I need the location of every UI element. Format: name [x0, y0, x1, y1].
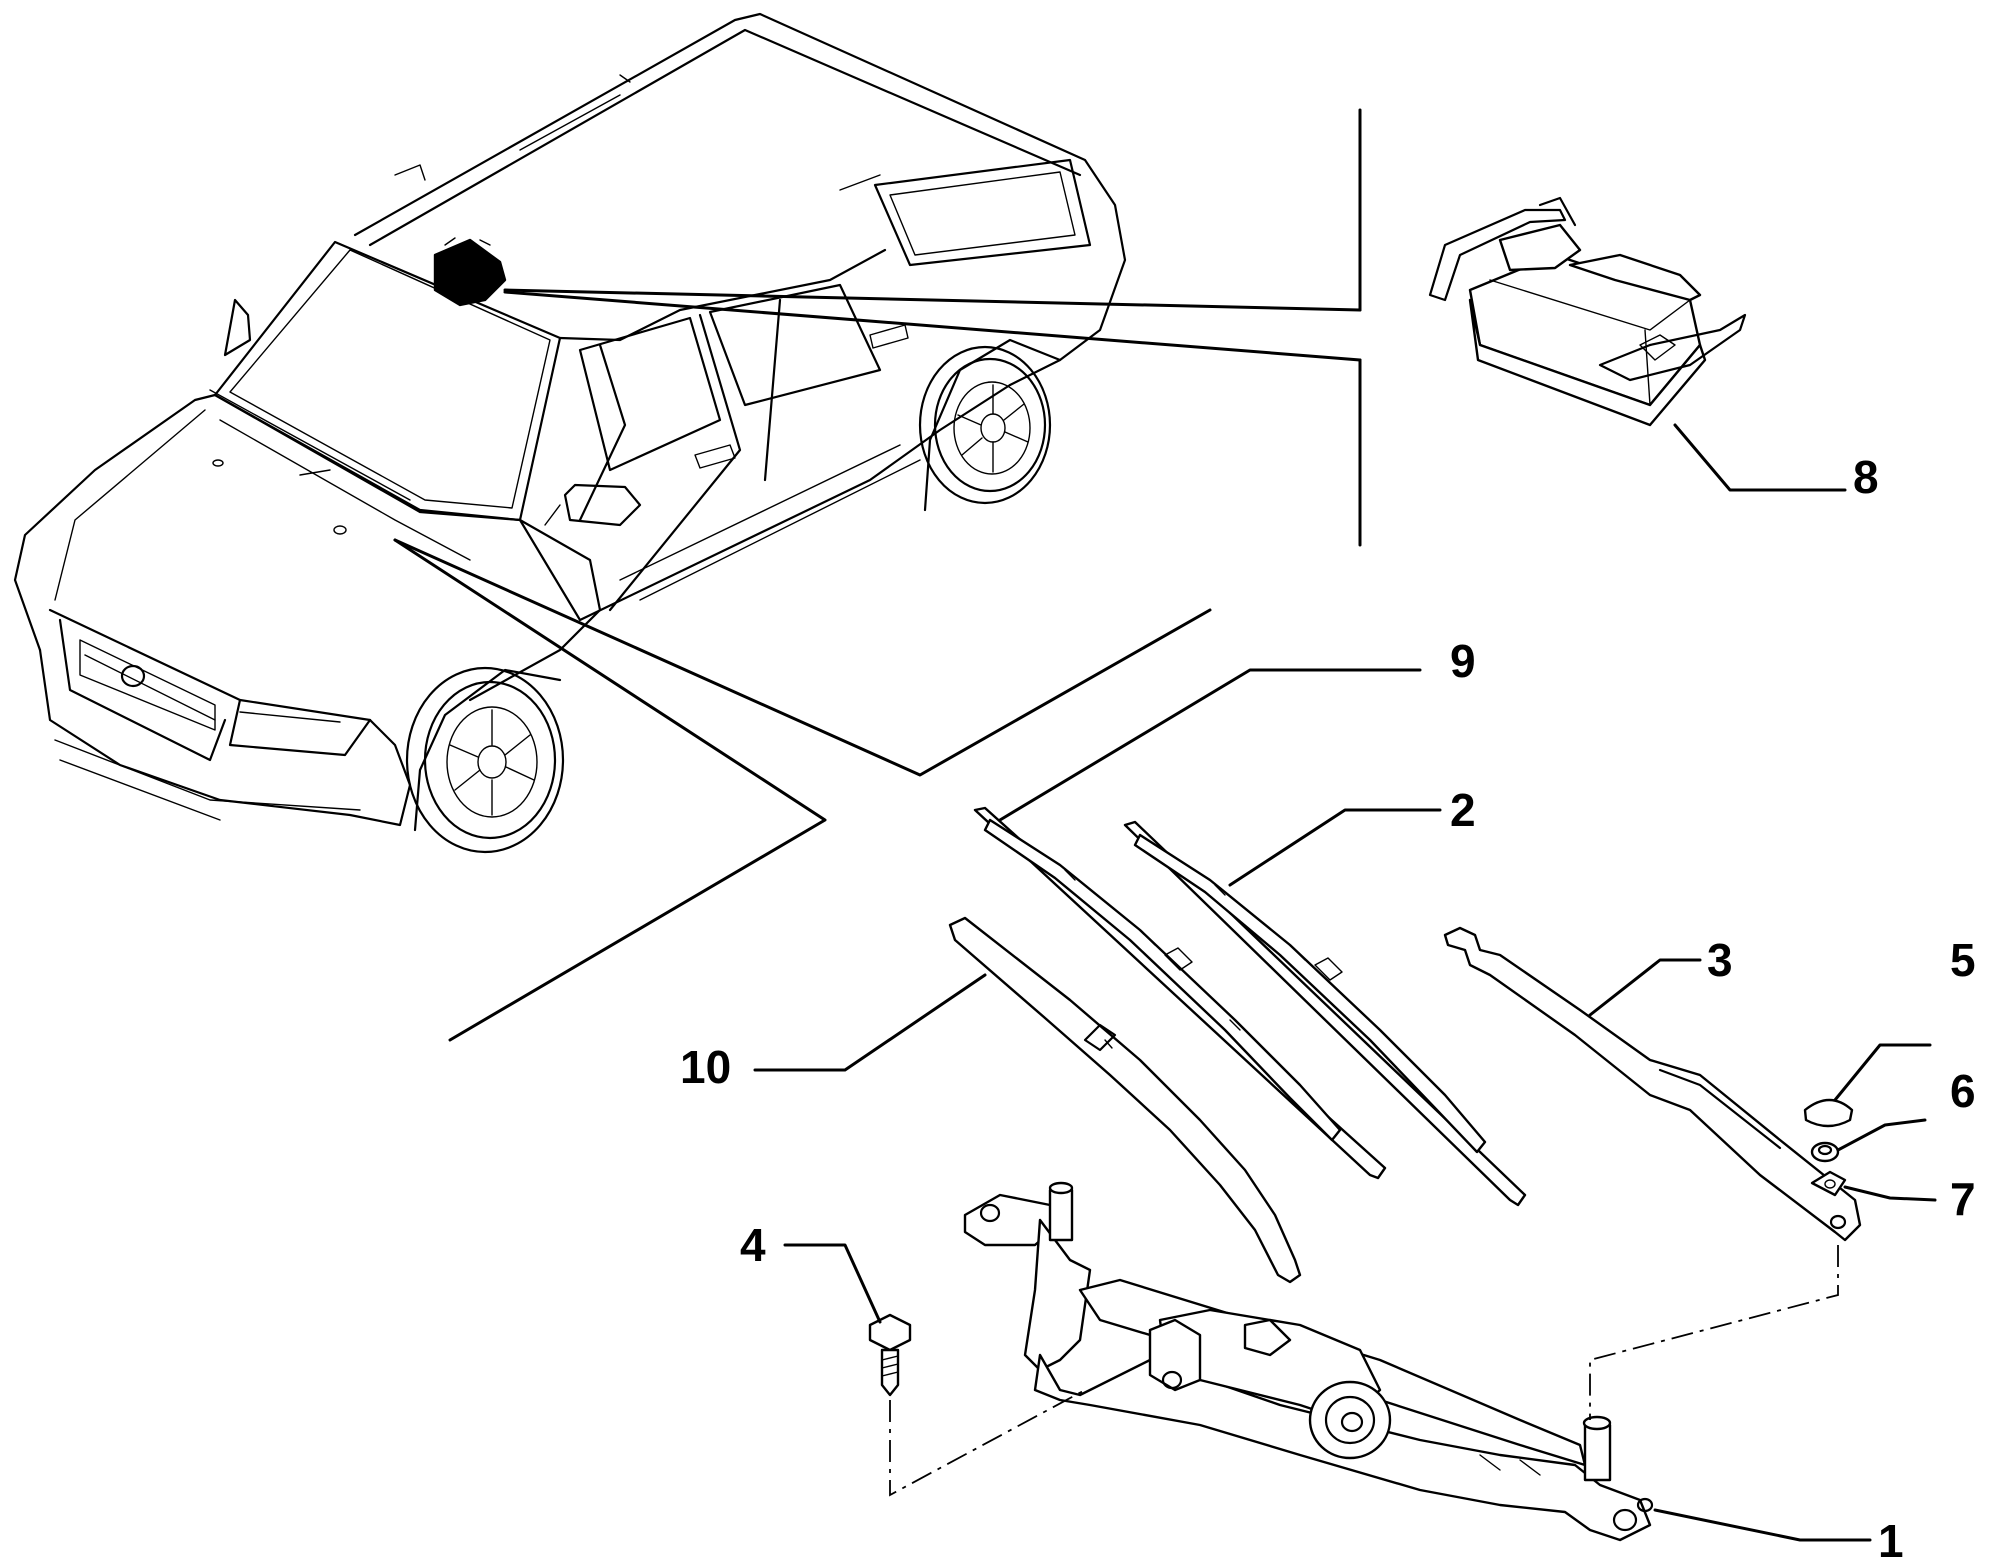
callout-9: 9 [1450, 635, 1476, 687]
callout-3: 3 [1707, 934, 1733, 986]
wiper-linkage-motor [963, 1181, 1872, 1542]
mounting-bolt [783, 1243, 912, 1397]
wiper-blade-right [1123, 808, 1527, 1207]
fastener-small-parts [1803, 1043, 1937, 1202]
callout-2: 2 [1450, 784, 1476, 836]
callout-10: 10 [680, 1041, 731, 1093]
callout-7: 7 [1950, 1173, 1976, 1225]
wiper-arm-left [753, 916, 1302, 1284]
callout-6: 6 [1950, 1065, 1976, 1117]
wiper-blade-left [973, 668, 1422, 1180]
callout-5: 5 [1950, 934, 1976, 986]
callout-4: 4 [740, 1219, 766, 1271]
callout-labels: 1 2 3 4 5 6 7 8 9 10 [680, 451, 1976, 1563]
callout-1: 1 [1878, 1515, 1904, 1563]
callout-8: 8 [1853, 451, 1879, 503]
rain-sensor [1428, 196, 1847, 492]
car-illustration [13, 12, 1362, 1042]
assembly-axis-lines [889, 1245, 1839, 1497]
wiper-arm-right [1443, 926, 1862, 1242]
